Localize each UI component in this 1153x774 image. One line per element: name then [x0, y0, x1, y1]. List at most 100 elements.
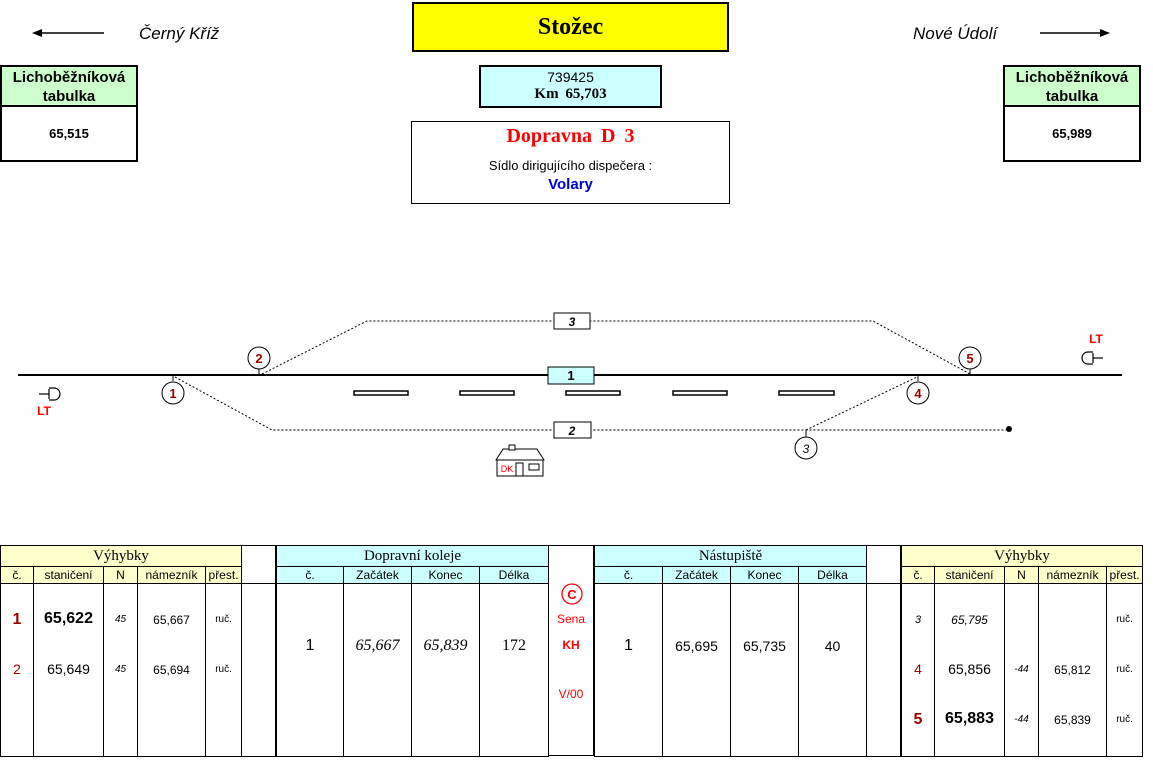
info-v00: V/00	[558, 687, 584, 701]
column-header: staničení	[934, 566, 1005, 584]
table-title: Dopravní koleje	[276, 545, 549, 567]
switch-3-4-link	[805, 376, 918, 431]
switch-n: 45	[114, 614, 127, 625]
track-end: 65,839	[423, 637, 468, 654]
switch-number: 5	[913, 711, 923, 728]
station-km-box: 739425 Km 65,703	[479, 65, 662, 108]
switch-limit: 65,812	[1054, 663, 1091, 677]
column-header: námezník	[137, 566, 206, 584]
table-cell: 65,735	[730, 583, 799, 757]
table-cell: 172	[479, 583, 549, 757]
column-header: č.	[594, 566, 663, 584]
switch-marker-4: 4	[906, 375, 930, 405]
svg-text:1: 1	[567, 368, 574, 383]
track-number: 1	[305, 637, 315, 654]
switch-operation: ruč.	[215, 664, 232, 675]
svg-text:4: 4	[914, 386, 922, 401]
table-cell: 65,622 65,649	[33, 583, 104, 757]
column-header: Konec	[411, 566, 480, 584]
column-header: Začátek	[662, 566, 731, 584]
station-type-box: Dopravna D 3 Sídlo dirigujícího dispečer…	[411, 121, 730, 204]
svg-text:3: 3	[569, 315, 576, 329]
switch-km: 65,622	[44, 610, 93, 627]
switch-n: 45	[114, 664, 127, 675]
svg-text:3: 3	[803, 442, 810, 456]
direction-left-label: Černý Kříž	[139, 24, 220, 43]
svg-text:5: 5	[966, 351, 973, 366]
table-title: Výhybky	[900, 545, 1144, 567]
signal-lt-right-icon	[1081, 351, 1103, 365]
switches-table-right: Výhybky č. staničení N námezník přest. 3…	[900, 545, 1144, 757]
column-header: staničení	[33, 566, 104, 584]
switch-operation: ruč.	[1116, 614, 1133, 625]
table-cell: 45 45	[103, 583, 138, 757]
column-header: N	[1004, 566, 1039, 584]
station-type: Dopravna D 3	[506, 125, 635, 147]
switches-table-left: Výhybky č. staničení N námezník přest. 1…	[0, 545, 243, 757]
svg-text:2: 2	[255, 351, 262, 366]
platform	[353, 390, 835, 396]
trapezoid-board-left-header: Lichoběžníková tabulka	[2, 67, 136, 107]
table-cell: 1 2	[0, 583, 34, 757]
track-3-line	[261, 320, 971, 375]
table-cell: 65,667 65,694	[137, 583, 206, 757]
switch-km: 65,649	[47, 661, 90, 677]
station-km: Km 65,703	[534, 86, 607, 102]
switch-marker-5: 5	[958, 346, 982, 375]
switch-number: 4	[914, 661, 922, 677]
trapezoid-board-left: Lichoběžníková tabulka 65,515	[0, 65, 138, 162]
spacer-column-right	[866, 545, 901, 757]
table-cell: 40	[797, 583, 868, 757]
table-cell: 65,695	[662, 583, 731, 757]
platform-end: 65,735	[743, 638, 786, 654]
table-cell: -44 -44	[1004, 583, 1039, 757]
track-diagram: 3 1 2 1 2 3 4 5	[18, 312, 1122, 477]
trapezoid-board-label: tabulka	[42, 88, 96, 105]
trapezoid-board-label: Lichoběžníková	[1015, 69, 1129, 86]
table-cell: ruč. ruč. ruč.	[1105, 583, 1144, 757]
table-cell: 65,667	[343, 583, 412, 757]
table-cell: 1	[594, 583, 663, 757]
trapezoid-board-left-value: 65,515	[49, 126, 89, 141]
direction-right-label: Nové Údolí	[913, 24, 998, 43]
switch-operation: ruč.	[215, 614, 232, 625]
track-length: 172	[502, 637, 526, 654]
column-header: č.	[276, 566, 344, 584]
table-cell: 65,839	[411, 583, 480, 757]
column-header: Konec	[730, 566, 799, 584]
platform-length: 40	[824, 638, 841, 654]
column-header: Začátek	[343, 566, 412, 584]
switch-number: 3	[914, 614, 922, 626]
station-building-icon: DK	[495, 444, 545, 477]
switch-km: 65,856	[948, 661, 991, 677]
column-header: N	[103, 566, 138, 584]
switch-marker-1: 1	[161, 375, 185, 405]
signal-lt-left-icon	[39, 387, 61, 401]
switch-n: -44	[1014, 664, 1029, 675]
category-c-icon: C	[561, 583, 583, 605]
track-label-2: 2	[553, 421, 592, 439]
switch-marker-2: 2	[247, 346, 271, 375]
track-start: 65,667	[355, 637, 400, 654]
column-header: přest.	[1105, 566, 1144, 584]
column-header: námezník	[1038, 566, 1107, 584]
switch-marker-3: 3	[794, 430, 818, 460]
svg-text:DK: DK	[501, 464, 514, 474]
switch-limit: 65,839	[1054, 713, 1091, 727]
switch-number: 2	[13, 661, 21, 677]
table-cell: C Sena KH V/00	[548, 583, 594, 756]
track-label-3: 3	[553, 312, 591, 330]
trapezoid-board-right-header: Lichoběžníková tabulka	[1005, 67, 1139, 107]
track-label-1: 1	[547, 366, 595, 385]
svg-text:C: C	[567, 587, 577, 602]
signal-lt-left-label: LT	[37, 404, 51, 418]
column-header: č.	[0, 566, 34, 584]
buffer-stop-icon	[1006, 426, 1012, 432]
tracks-table: Dopravní koleje č. Začátek Konec Délka 1…	[276, 545, 549, 757]
table-title: Výhybky	[0, 545, 243, 567]
dispatcher-label: Sídlo dirigujícího dispečera :	[488, 158, 653, 173]
trapezoid-board-label: Lichoběžníková	[12, 69, 126, 86]
track-2-line	[174, 376, 1008, 431]
column-header: Délka	[797, 566, 868, 584]
dispatcher-place: Volary	[548, 176, 593, 193]
